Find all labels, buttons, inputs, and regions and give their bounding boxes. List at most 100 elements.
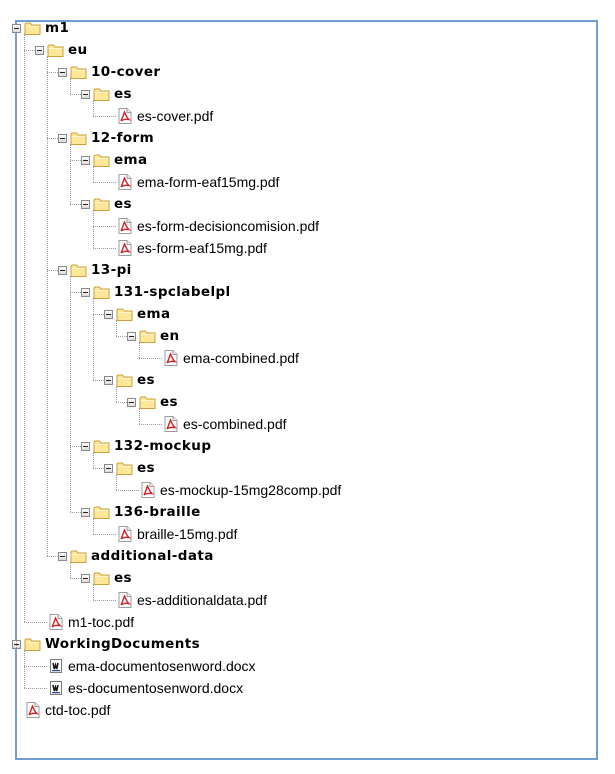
tree-node-label[interactable]: es	[160, 394, 178, 410]
tree-connector	[93, 210, 94, 248]
collapse-toggle-icon[interactable]	[58, 265, 67, 275]
tree-connector	[116, 336, 127, 337]
tree-file-node[interactable]: ema-documentosenword.docx	[47, 655, 256, 677]
tree-node-label[interactable]: additional-data	[91, 548, 214, 564]
tree-node-label[interactable]: braille-15mg.pdf	[137, 526, 238, 542]
collapse-toggle-icon[interactable]	[81, 573, 90, 583]
collapse-toggle-icon[interactable]	[81, 441, 90, 451]
tree-file-node[interactable]: es-cover.pdf	[116, 105, 213, 127]
tree-node-label[interactable]: eu	[68, 42, 88, 58]
tree-node-label[interactable]: 13-pi	[91, 262, 132, 278]
tree-file-node[interactable]: es-documentosenword.docx	[47, 677, 243, 699]
tree-node-label[interactable]: es-cover.pdf	[137, 108, 214, 124]
tree-folder-node[interactable]: ema	[81, 149, 148, 171]
tree-node-label[interactable]: es	[114, 570, 132, 586]
tree-folder-node[interactable]: ema	[104, 303, 171, 325]
tree-connector	[139, 408, 140, 424]
tree-folder-node[interactable]: 12-form	[58, 127, 154, 149]
collapse-toggle-icon[interactable]	[127, 397, 136, 407]
tree-node-label[interactable]: es	[114, 86, 132, 102]
tree-node-label[interactable]: es-form-eaf15mg.pdf	[137, 240, 267, 256]
collapse-toggle-icon[interactable]	[58, 133, 67, 143]
folder-icon	[93, 196, 110, 212]
tree-file-node[interactable]: es-form-eaf15mg.pdf	[116, 237, 267, 259]
tree-file-node[interactable]: ctd-toc.pdf	[24, 699, 110, 721]
collapse-toggle-icon[interactable]	[104, 309, 113, 319]
folder-icon	[70, 130, 87, 146]
tree-node-label[interactable]: ema	[137, 306, 171, 322]
tree-node-label[interactable]: 12-form	[91, 130, 155, 146]
pdf-file-icon	[47, 614, 64, 630]
tree-node-label[interactable]: m1-toc.pdf	[68, 614, 135, 630]
tree-folder-node[interactable]: es	[81, 567, 132, 589]
tree-node-label[interactable]: es-mockup-15mg28comp.pdf	[160, 482, 342, 498]
tree-file-node[interactable]: es-combined.pdf	[162, 413, 287, 435]
tree-node-label[interactable]: 136-braille	[114, 504, 201, 520]
folder-icon	[93, 438, 110, 454]
collapse-toggle-icon[interactable]	[81, 287, 90, 297]
tree-connector	[93, 380, 104, 381]
collapse-toggle-icon[interactable]	[104, 463, 113, 473]
tree-connector	[47, 270, 58, 271]
tree-node-label[interactable]: es	[137, 460, 155, 476]
tree-file-node[interactable]: es-mockup-15mg28comp.pdf	[139, 479, 341, 501]
tree-node-label[interactable]: 131-spclabelpl	[114, 284, 231, 300]
tree-folder-node[interactable]: 131-spclabelpl	[81, 281, 231, 303]
tree-file-node[interactable]: m1-toc.pdf	[47, 611, 134, 633]
tree-file-node[interactable]: ema-combined.pdf	[162, 347, 299, 369]
tree-file-node[interactable]: ema-form-eaf15mg.pdf	[116, 171, 279, 193]
tree-node-label[interactable]: en	[160, 328, 180, 344]
tree-node-label[interactable]: ema-documentosenword.docx	[68, 658, 256, 674]
tree-folder-node[interactable]: es	[81, 193, 132, 215]
tree-node-label[interactable]: WorkingDocuments	[45, 636, 201, 652]
tree-connector	[16, 34, 17, 710]
collapse-toggle-icon[interactable]	[12, 23, 21, 33]
tree-panel	[15, 20, 598, 760]
tree-node-label[interactable]: es-combined.pdf	[183, 416, 287, 432]
tree-node-label[interactable]: es	[137, 372, 155, 388]
tree-folder-node[interactable]: eu	[35, 39, 88, 61]
tree-folder-node[interactable]: WorkingDocuments	[12, 633, 200, 655]
tree-folder-node[interactable]: additional-data	[58, 545, 214, 567]
collapse-toggle-icon[interactable]	[81, 199, 90, 209]
tree-folder-node[interactable]: 10-cover	[58, 61, 160, 83]
collapse-toggle-icon[interactable]	[58, 67, 67, 77]
tree-connector	[93, 518, 94, 534]
tree-folder-node[interactable]: es	[81, 83, 132, 105]
tree-node-label[interactable]: ema	[114, 152, 148, 168]
collapse-toggle-icon[interactable]	[58, 551, 67, 561]
tree-folder-node[interactable]: es	[127, 391, 178, 413]
tree-node-label[interactable]: 10-cover	[91, 64, 161, 80]
collapse-toggle-icon[interactable]	[81, 155, 90, 165]
tree-folder-node[interactable]: 13-pi	[58, 259, 132, 281]
tree-connector	[116, 490, 139, 491]
tree-folder-node[interactable]: 136-braille	[81, 501, 201, 523]
tree-node-label[interactable]: ema-form-eaf15mg.pdf	[137, 174, 280, 190]
tree-folder-node[interactable]: 132-mockup	[81, 435, 211, 457]
collapse-toggle-icon[interactable]	[81, 507, 90, 517]
collapse-toggle-icon[interactable]	[127, 331, 136, 341]
tree-folder-node[interactable]: es	[104, 369, 155, 391]
tree-folder-node[interactable]: es	[104, 457, 155, 479]
tree-file-node[interactable]: es-form-decisioncomision.pdf	[116, 215, 319, 237]
tree-connector	[93, 248, 116, 249]
tree-node-label[interactable]: es-documentosenword.docx	[68, 680, 244, 696]
pdf-file-icon	[139, 482, 156, 498]
tree-connector	[24, 34, 25, 622]
tree-node-label[interactable]: es-additionaldata.pdf	[137, 592, 267, 608]
tree-file-node[interactable]: braille-15mg.pdf	[116, 523, 237, 545]
tree-connector	[139, 358, 162, 359]
tree-node-label[interactable]: es	[114, 196, 132, 212]
tree-node-label[interactable]: es-form-decisioncomision.pdf	[137, 218, 320, 234]
tree-folder-node[interactable]: en	[127, 325, 180, 347]
collapse-toggle-icon[interactable]	[104, 375, 113, 385]
tree-node-label[interactable]: 132-mockup	[114, 438, 212, 454]
tree-file-node[interactable]: es-additionaldata.pdf	[116, 589, 267, 611]
tree-node-label[interactable]: ctd-toc.pdf	[45, 702, 111, 718]
tree-node-label[interactable]: ema-combined.pdf	[183, 350, 299, 366]
tree-folder-node[interactable]: m1	[12, 17, 69, 39]
collapse-toggle-icon[interactable]	[81, 89, 90, 99]
collapse-toggle-icon[interactable]	[35, 45, 44, 55]
tree-connector	[70, 562, 71, 578]
tree-node-label[interactable]: m1	[45, 20, 70, 36]
